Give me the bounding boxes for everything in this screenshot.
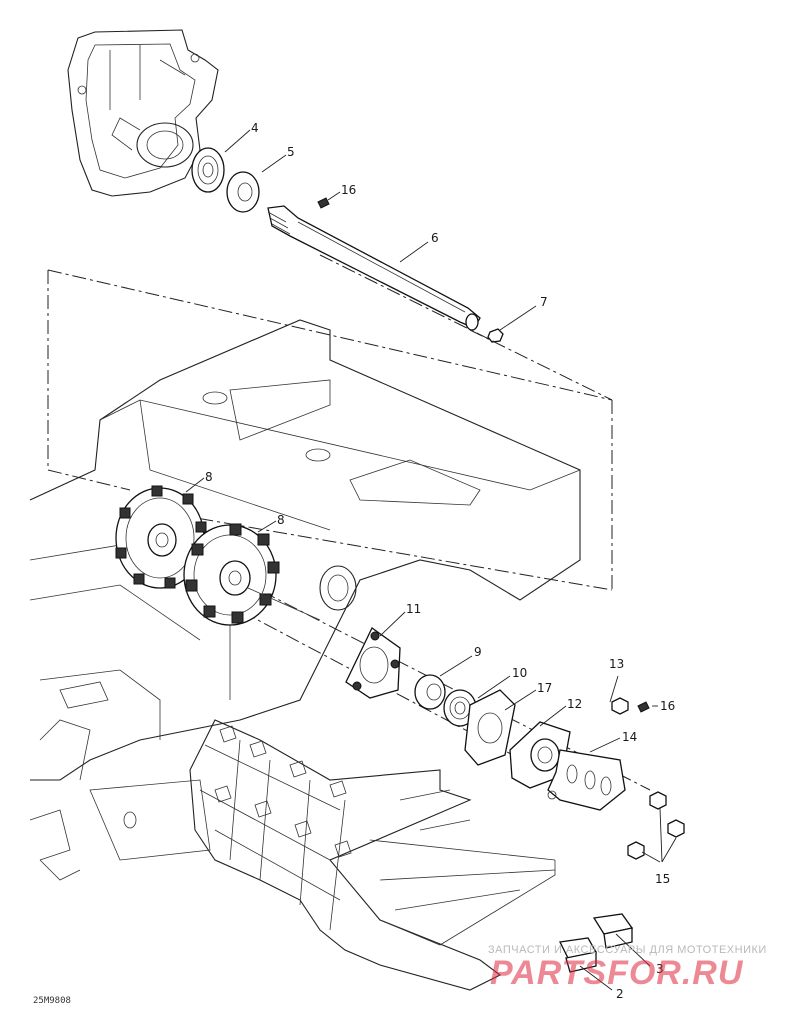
- drive-shaft-part-6: [267, 205, 481, 331]
- callout-13: 13: [609, 657, 625, 671]
- clip-part-3: [592, 913, 634, 949]
- leader-lines: [185, 129, 677, 991]
- tunnel-frame: [29, 319, 581, 881]
- track-belt: [189, 719, 556, 991]
- callout-7: 7: [540, 295, 548, 309]
- key-part-16-top: [317, 197, 330, 209]
- sprocket-part-8-left: [115, 485, 207, 589]
- callout-17: 17: [537, 681, 553, 695]
- callout-5: 5: [287, 145, 295, 159]
- bearing-housing-part-12: [509, 721, 571, 789]
- key-part-16-bottom: [637, 701, 650, 713]
- callout-2: 2: [616, 987, 624, 1001]
- watermark-logo[interactable]: PARTSFOR.RU: [490, 954, 744, 992]
- callout-4: 4: [251, 121, 259, 135]
- callout-8-left: 8: [205, 470, 213, 484]
- callout-8-right: 8: [277, 513, 285, 527]
- bearing-part-4: [191, 147, 225, 193]
- callout-3: 3: [656, 962, 664, 976]
- clip-part-2: [559, 937, 598, 973]
- watermark-tagline: ЗАПЧАСТИ И АКСЕССУАРЫ ДЛЯ МОТОТЕХНИКИ: [488, 944, 767, 956]
- flange-part-11: [345, 627, 401, 699]
- callout-16-bottom: 16: [660, 699, 676, 713]
- document-code: 25M9808: [33, 996, 71, 1006]
- callout-16-top: 16: [341, 183, 357, 197]
- nut-part-13: [611, 697, 629, 715]
- callout-14: 14: [622, 730, 638, 744]
- callout-10: 10: [512, 666, 528, 680]
- plate-part-17: [464, 689, 516, 766]
- callout-12: 12: [567, 697, 583, 711]
- callout-6: 6: [431, 231, 439, 245]
- reinforcement-plate-part-14: [547, 749, 626, 811]
- sprocket-part-8-right: [183, 523, 321, 626]
- nuts-part-15: [627, 791, 685, 860]
- callout-9: 9: [474, 645, 482, 659]
- washer-part-5: [226, 171, 260, 213]
- nut-part-7: [487, 328, 504, 343]
- chaincase-housing: [67, 29, 219, 197]
- callout-15: 15: [655, 872, 671, 886]
- ring-part-9: [414, 674, 446, 710]
- callout-11: 11: [406, 602, 422, 616]
